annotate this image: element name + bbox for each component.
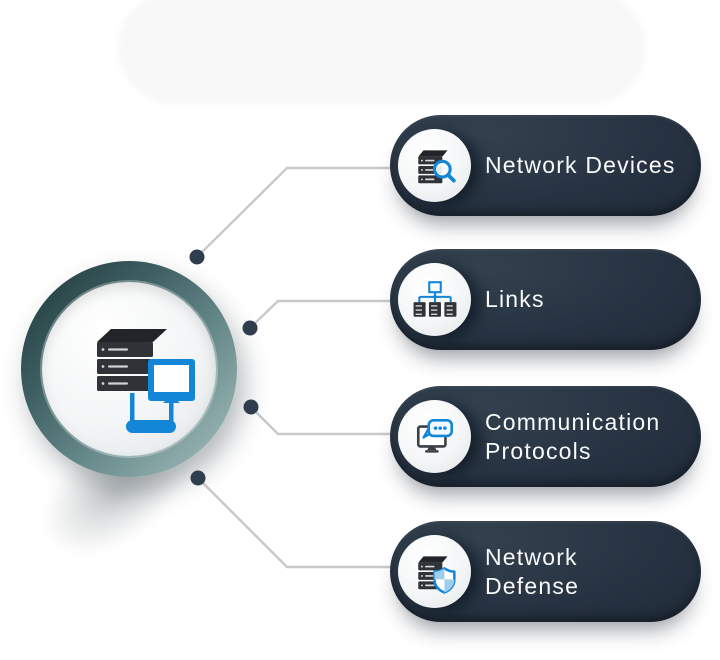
item-pill-network-devices: Network Devices <box>390 115 701 216</box>
item-badge <box>398 400 471 473</box>
item-pill-links: Links <box>390 249 701 350</box>
background-blob <box>118 0 646 104</box>
item-label: Links <box>485 286 545 312</box>
item-label: Network Defense <box>485 543 580 599</box>
connector-line-2 <box>249 299 400 329</box>
item-label: Communication Protocols <box>485 408 661 464</box>
connector-line-3 <box>250 406 400 436</box>
central-hub-ring <box>21 261 237 477</box>
item-badge <box>398 129 471 202</box>
connector-dot-2 <box>242 320 258 336</box>
server-shield-icon <box>417 555 456 594</box>
item-pill-network-defense: Network Defense <box>390 521 701 622</box>
item-badge <box>398 535 471 608</box>
item-pill-communication-protocols: Communication Protocols <box>390 386 701 487</box>
server-search-icon <box>417 149 456 183</box>
network-topology-icon <box>413 280 456 317</box>
connector-dot-1 <box>189 249 205 265</box>
central-hub-circle <box>42 282 216 456</box>
connector-line-1 <box>196 166 400 258</box>
connector-dot-4 <box>190 470 206 486</box>
connector-dot-3 <box>243 399 259 415</box>
connector-line-4 <box>197 477 400 569</box>
network-hub-icon <box>97 329 195 433</box>
monitor-chat-icon <box>416 418 453 453</box>
item-badge <box>398 263 471 336</box>
item-label: Network Devices <box>485 152 676 178</box>
